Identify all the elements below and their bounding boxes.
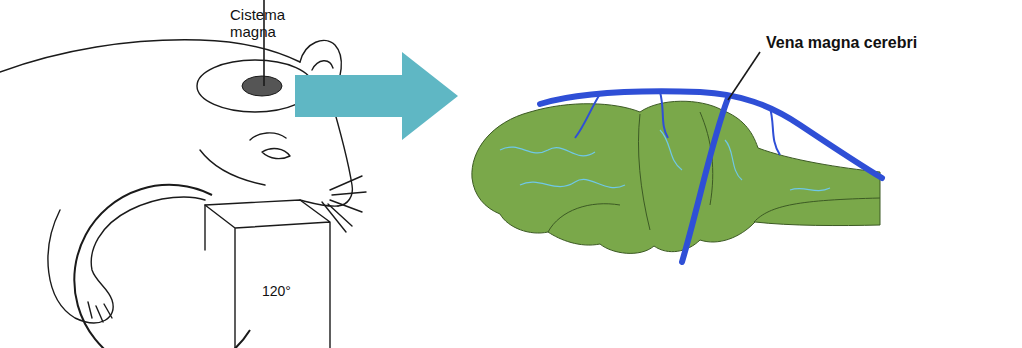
vein-dorsal	[540, 91, 882, 178]
vein-tributaries	[575, 92, 780, 155]
head-holder-edge	[204, 205, 205, 250]
rat-ear-inner	[312, 61, 333, 70]
rat-back-outline	[0, 40, 300, 72]
rat-brow	[250, 133, 286, 140]
vessel-label: Vena magna cerebri	[766, 34, 1006, 52]
rat-paw	[88, 302, 112, 322]
brain-folds	[548, 112, 880, 232]
region-label: Cistema magna	[230, 6, 300, 41]
brain-drawing	[472, 91, 882, 262]
cisterna-magna-site	[242, 76, 282, 96]
angle-arc	[74, 185, 250, 348]
brain-shape	[472, 101, 880, 253]
vein-branch	[682, 98, 728, 262]
capillaries	[500, 130, 830, 191]
rat-eye	[262, 149, 290, 159]
leader-line	[728, 52, 760, 100]
rat-cheek	[200, 150, 265, 185]
process-arrow	[295, 52, 458, 140]
head-holder-block	[205, 200, 330, 348]
rat-whiskers	[322, 176, 366, 232]
rat-forelimb	[48, 197, 205, 323]
angle-label: 120°	[262, 283, 322, 299]
